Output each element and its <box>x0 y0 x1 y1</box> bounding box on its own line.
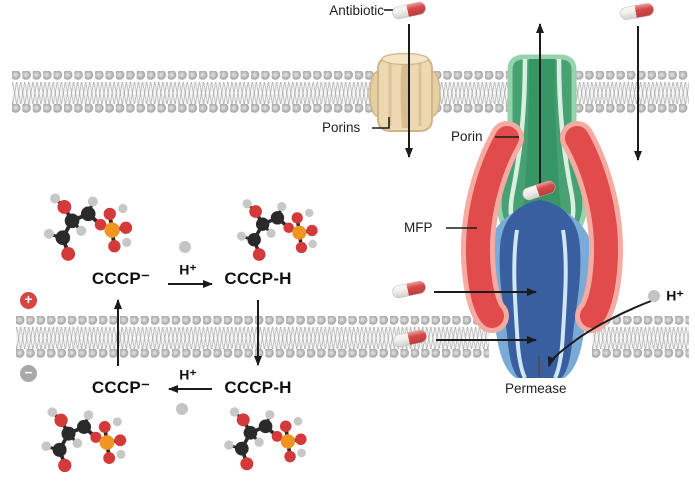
permease-label: Permease <box>505 381 567 396</box>
lipid-heads-row <box>575 104 689 115</box>
lipid-heads-row <box>16 316 489 327</box>
outer-membrane-segment-right <box>575 71 689 115</box>
proton-label-top: H⁺ <box>179 261 197 278</box>
lipid-heads-row <box>575 71 689 82</box>
lipid-tails <box>575 82 689 104</box>
proton-flow-arrow <box>547 300 652 367</box>
porins-channel <box>369 52 441 132</box>
lipid-heads-row <box>16 349 489 360</box>
lipid-tails <box>592 327 689 349</box>
porins-label: Porins <box>322 120 361 135</box>
arrows <box>114 23 652 393</box>
lipid-heads-row <box>12 104 378 115</box>
proton-label-bottom: H⁺ <box>179 366 197 383</box>
permease-blue <box>484 200 596 379</box>
cccp-molecule-bottom-left <box>39 405 129 474</box>
porin-label: Porin <box>451 129 483 144</box>
antibiotic-label: Antibiotic <box>329 3 384 18</box>
outer-membrane-segment-mid <box>433 71 511 115</box>
cccp-h-label-bottom: CCCP-H <box>224 378 292 397</box>
lipid-heads-row <box>433 71 511 82</box>
negative-charge-badge: − <box>20 365 37 382</box>
lipid-heads-row <box>592 349 689 360</box>
lipid-heads-row <box>592 316 689 327</box>
lipid-tails <box>16 327 489 349</box>
outer-membrane-segment-left <box>12 71 378 115</box>
positive-charge-badge: + <box>20 292 37 309</box>
cccp-anion-label-bottom: CCCP⁻ <box>91 378 151 397</box>
lipid-heads-row <box>433 104 511 115</box>
lipid-tails <box>433 82 511 104</box>
porins-leader <box>372 117 390 129</box>
cccp-molecule-top-left <box>42 191 135 263</box>
proton-dot-right <box>648 290 660 302</box>
cccp-molecule-bottom-right <box>222 405 309 473</box>
lipid-heads-row <box>12 71 378 82</box>
proton-dot-bottom <box>176 403 188 415</box>
proton-dot-top <box>179 241 191 253</box>
mfp-red <box>460 121 624 333</box>
lipid-tails <box>12 82 378 104</box>
efflux-pump <box>460 54 624 379</box>
mfp-label: MFP <box>404 220 433 235</box>
inner-membrane-segment-left <box>16 316 489 360</box>
proton-label-right: H⁺ <box>666 287 684 304</box>
cccp-molecule-top-right <box>235 197 320 263</box>
inner-membrane-segment-right <box>592 316 689 360</box>
cccp-anion-label-top: CCCP⁻ <box>91 269 151 288</box>
cccp-h-label-top: CCCP-H <box>224 269 292 288</box>
